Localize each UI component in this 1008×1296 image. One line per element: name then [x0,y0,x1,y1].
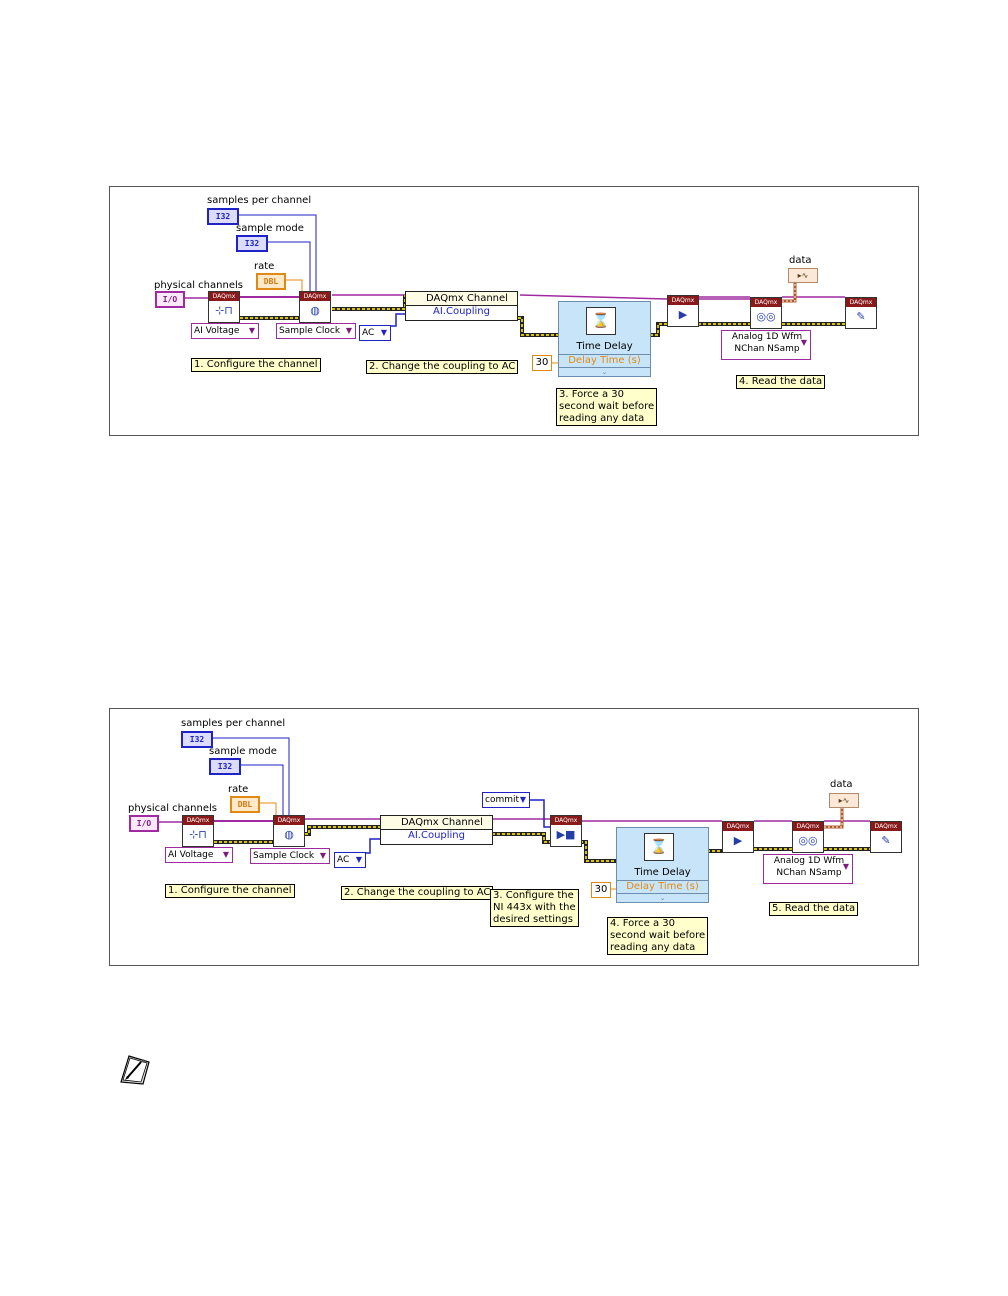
block-diagram-1: samples per channel I32 sample mode I32 … [109,186,919,436]
delay-value-constant[interactable]: 30 [532,355,552,371]
clear-task-vi[interactable]: DAQmx ✎ [870,821,902,853]
ai-voltage-selector[interactable]: AI Voltage▼ [191,323,259,339]
create-channel-icon: ⊹⊓ [215,304,233,317]
note-pencil-icon [120,1055,150,1085]
samples-per-channel-label: samples per channel [207,195,312,206]
physical-channels-constant[interactable]: I/O [155,291,185,308]
glasses-icon: ◎◎ [756,310,776,323]
glasses-icon: ◎◎ [798,834,818,847]
note-force-wait: 4. Force a 30 second wait before reading… [607,917,709,955]
dropdown-arrow-icon: ▼ [800,338,807,347]
data-label: data [789,255,812,266]
timing-vi[interactable]: DAQmx ◍ [273,815,305,847]
ac-coupling-constant[interactable]: AC▼ [359,325,391,341]
dropdown-arrow-icon: ▼ [380,328,387,337]
property-node-header: DAQmx Channel [406,292,517,306]
hourglass-icon: ⌛ [644,833,674,861]
eraser-icon: ✎ [856,310,866,323]
dropdown-arrow-icon: ▼ [842,862,849,871]
start-task-vi[interactable]: DAQmx ▶ [667,295,699,327]
ai-voltage-selector[interactable]: AI Voltage▼ [165,847,233,863]
property-ai-coupling[interactable]: AI.Coupling [408,830,465,841]
delay-time-input[interactable]: Delay Time (s) [617,880,708,892]
create-channel-icon: ⊹⊓ [189,828,207,841]
eraser-icon: ✎ [881,834,891,847]
delay-value-constant[interactable]: 30 [591,882,611,898]
clock-icon: ◍ [310,304,320,317]
note-change-coupling: 2. Change the coupling to AC [341,886,494,900]
create-channel-vi[interactable]: DAQmx ⊹⊓ [182,815,214,847]
note-read-data: 4. Read the data [736,375,826,389]
play-icon: ▶ [733,834,743,847]
samples-per-channel-constant[interactable]: I32 [181,731,213,748]
channel-property-node[interactable]: DAQmx Channel AI.Coupling [405,291,518,321]
note-configure-channel: 1. Configure the channel [191,358,321,372]
data-indicator[interactable]: ▸∿ [788,268,818,283]
delay-time-input[interactable]: Delay Time (s) [559,354,650,366]
note-force-wait: 3. Force a 30 second wait before reading… [556,388,658,426]
ac-coupling-constant[interactable]: AC▼ [334,852,366,868]
rate-constant[interactable]: DBL [256,273,286,290]
note-change-coupling: 2. Change the coupling to AC [366,360,519,374]
note-configure-channel: 1. Configure the channel [165,884,295,898]
read-vi[interactable]: DAQmx ◎◎ [792,821,824,853]
wires-diagram-2 [158,737,870,890]
physical-channels-label: physical channels [154,280,243,291]
dropdown-arrow-icon: ▼ [519,795,526,804]
data-indicator[interactable]: ▸∿ [829,793,859,808]
hourglass-icon: ⌛ [586,307,616,335]
physical-channels-constant[interactable]: I/O [129,815,159,832]
read-mode-selector[interactable]: Analog 1D Wfm NChan NSamp ▼ [763,854,853,884]
property-node-header: DAQmx Channel [381,816,492,830]
read-vi[interactable]: DAQmx ◎◎ [750,297,782,329]
play-stop-icon: ▶■ [556,828,576,841]
block-diagram-2: samples per channel I32 sample mode I32 … [109,708,919,966]
time-delay-express-vi[interactable]: ⌛ Time Delay Delay Time (s) ⌄ [558,301,651,377]
note-read-data: 5. Read the data [769,902,859,916]
sample-clock-selector[interactable]: Sample Clock▼ [250,848,330,864]
sample-mode-label: sample mode [236,223,304,234]
note-configure-commit: 3. Configure the NI 443x with the desire… [490,889,579,927]
rate-label: rate [254,261,275,272]
read-mode-selector[interactable]: Analog 1D Wfm NChan NSamp ▼ [721,330,811,360]
dropdown-arrow-icon: ▼ [319,851,326,860]
dropdown-arrow-icon: ▼ [355,855,362,864]
dropdown-arrow-icon: ▼ [345,326,352,335]
expand-chevron-icon[interactable]: ⌄ [559,367,650,376]
control-task-vi[interactable]: DAQmx ▶■ [550,815,582,847]
physical-channels-label: physical channels [128,803,217,814]
start-task-vi[interactable]: DAQmx ▶ [722,821,754,853]
sample-mode-constant[interactable]: I32 [236,235,268,252]
clock-icon: ◍ [284,828,294,841]
dropdown-arrow-icon: ▼ [248,326,255,335]
data-label: data [830,779,853,790]
samples-per-channel-constant[interactable]: I32 [207,208,239,225]
rate-constant[interactable]: DBL [230,796,260,813]
rate-label: rate [228,784,249,795]
sample-clock-selector[interactable]: Sample Clock▼ [276,323,356,339]
sample-mode-label: sample mode [209,746,277,757]
play-icon: ▶ [678,308,688,321]
time-delay-express-vi[interactable]: ⌛ Time Delay Delay Time (s) ⌄ [616,827,709,903]
property-ai-coupling[interactable]: AI.Coupling [433,306,490,317]
samples-per-channel-label: samples per channel [181,718,286,729]
expand-chevron-icon[interactable]: ⌄ [617,893,708,902]
sample-mode-constant[interactable]: I32 [209,758,241,775]
dropdown-arrow-icon: ▼ [222,850,229,859]
create-channel-vi[interactable]: DAQmx ⊹⊓ [208,291,240,323]
channel-property-node[interactable]: DAQmx Channel AI.Coupling [380,815,493,845]
clear-task-vi[interactable]: DAQmx ✎ [845,297,877,329]
commit-action-constant[interactable]: commit▼ [482,792,530,808]
timing-vi[interactable]: DAQmx ◍ [299,291,331,323]
